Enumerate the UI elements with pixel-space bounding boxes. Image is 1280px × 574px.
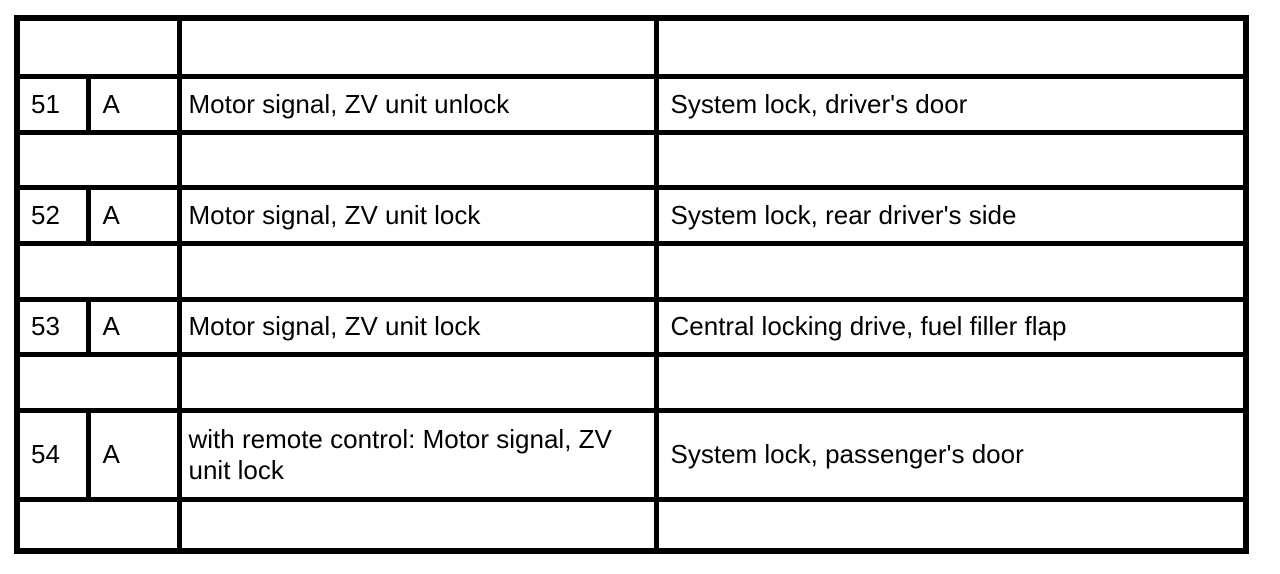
pin-number-cell: 53 (14, 296, 90, 358)
spacer-pin-cell (14, 15, 182, 80)
spacer-function-cell (653, 241, 1249, 302)
function-cell: System lock, rear driver's side (653, 185, 1249, 247)
function-cell: System lock, passenger's door (653, 407, 1249, 502)
spacer-signal-cell (176, 15, 659, 80)
spacer-signal-cell (176, 352, 659, 413)
connector-code-cell: A (85, 74, 182, 135)
spacer-function-cell (653, 129, 1249, 191)
pin-row-54: 54 A with remote control: Motor signal, … (14, 407, 1249, 502)
pin-assignment-table: 51 A Motor signal, ZV unit unlock System… (14, 15, 1249, 554)
spacer-row (14, 241, 1249, 302)
function-cell: Central locking drive, fuel filler flap (653, 296, 1249, 358)
spacer-function-cell (653, 496, 1249, 554)
connector-code-cell: A (85, 407, 182, 502)
spacer-signal-cell (176, 496, 659, 554)
spacer-row (14, 129, 1249, 191)
spacer-pin-cell (14, 129, 182, 191)
pin-number-cell: 54 (14, 407, 90, 502)
spacer-row (14, 15, 1249, 80)
spacer-row (14, 496, 1249, 554)
pin-row-51: 51 A Motor signal, ZV unit unlock System… (14, 74, 1249, 135)
spacer-function-cell (653, 15, 1249, 80)
function-cell: System lock, driver's door (653, 74, 1249, 135)
spacer-signal-cell (176, 129, 659, 191)
pin-row-52: 52 A Motor signal, ZV unit lock System l… (14, 185, 1249, 247)
spacer-pin-cell (14, 241, 182, 302)
spacer-pin-cell (14, 352, 182, 413)
signal-cell: with remote control: Motor signal, ZV un… (176, 407, 659, 502)
spacer-pin-cell (14, 496, 182, 554)
signal-cell: Motor signal, ZV unit unlock (176, 74, 659, 135)
spacer-row (14, 352, 1249, 413)
spacer-signal-cell (176, 241, 659, 302)
connector-code-cell: A (85, 296, 182, 358)
signal-cell: Motor signal, ZV unit lock (176, 296, 659, 358)
pin-number-cell: 52 (14, 185, 90, 247)
spacer-function-cell (653, 352, 1249, 413)
pin-row-53: 53 A Motor signal, ZV unit lock Central … (14, 296, 1249, 358)
connector-code-cell: A (85, 185, 182, 247)
pin-number-cell: 51 (14, 74, 90, 135)
signal-cell: Motor signal, ZV unit lock (176, 185, 659, 247)
